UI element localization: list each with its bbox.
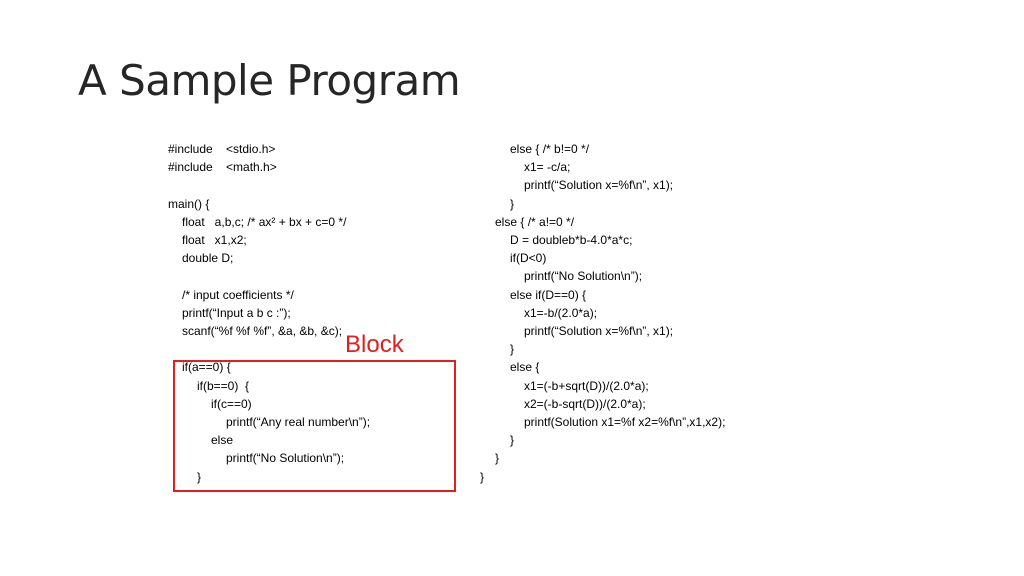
code-line: }	[510, 433, 515, 448]
code-line: if(D<0)	[510, 251, 547, 266]
code-line: printf(“Input a b c :”);	[182, 305, 291, 320]
code-line: printf(“Solution x=%f\n”, x1);	[524, 178, 674, 193]
code-line: }	[197, 469, 202, 484]
code-line: scanf(“%f %f %f”, &a, &b, &c);	[182, 324, 343, 338]
code-line: if(b==0) {	[197, 378, 250, 393]
block-highlight-box	[173, 360, 456, 492]
code-line: x1=(-b+sqrt(D))/(2.0*a);	[524, 378, 649, 393]
code-line: float x1,x2;	[182, 233, 247, 247]
code-line: }	[510, 342, 515, 357]
code-line: #include <stdio.h>	[168, 142, 276, 156]
code-line: #include <math.h>	[168, 160, 277, 175]
code-line: else if(D==0) {	[510, 287, 587, 302]
code-line: x2=(-b-sqrt(D))/(2.0*a);	[524, 396, 646, 411]
code-line: double D;	[182, 251, 234, 266]
block-annotation-label: Block	[345, 331, 404, 358]
code-line: }	[510, 196, 515, 211]
code-line: x1= -c/a;	[524, 160, 571, 175]
code-line: else	[211, 433, 234, 448]
code-line: printf(“Any real number\n”);	[226, 415, 371, 429]
code-line: if(c==0)	[211, 396, 252, 411]
code-line: }	[480, 469, 485, 484]
code-line: main() {	[168, 196, 210, 211]
code-line: }	[495, 451, 500, 466]
code-line: else {	[510, 360, 540, 375]
code-line: printf(“No Solution\n”);	[524, 269, 643, 284]
code-line: printf(“Solution x=%f\n”, x1);	[524, 324, 674, 338]
slide-title: A Sample Program	[78, 56, 461, 105]
code-line: x1=-b/(2.0*a);	[524, 305, 598, 320]
code-line: float a,b,c; /* ax² + bx + c=0 */	[182, 214, 347, 229]
code-line: /* input coefficients */	[182, 287, 294, 302]
code-line: else { /* a!=0 */	[495, 214, 575, 229]
code-line: D = doubleb*b-4.0*a*c;	[510, 233, 633, 247]
code-line: if(a==0) {	[182, 360, 231, 375]
code-line: printf(“No Solution\n”);	[226, 451, 345, 466]
code-line: else { /* b!=0 */	[510, 142, 590, 156]
code-line: printf(Solution x1=%f x2=%f\n”,x1,x2);	[524, 415, 726, 429]
